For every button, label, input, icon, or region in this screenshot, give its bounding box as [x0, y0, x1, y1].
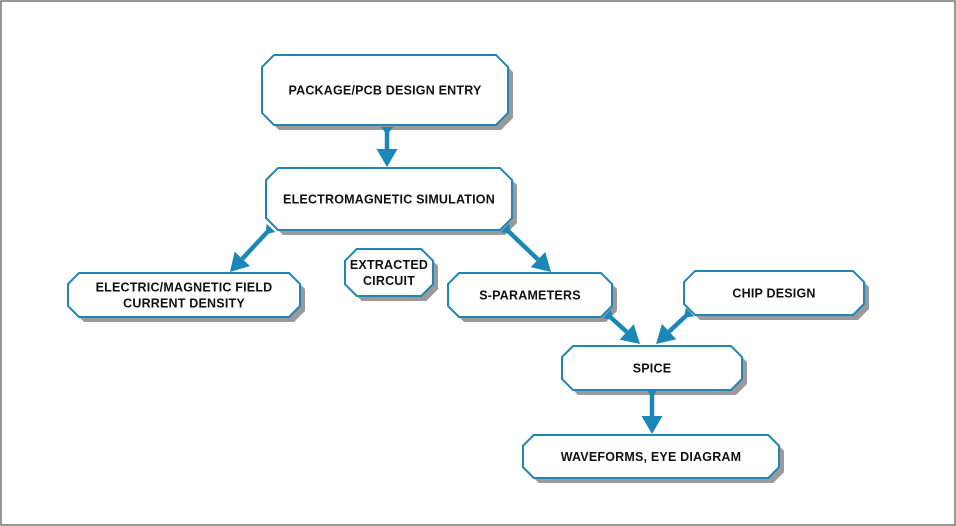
s-parameters-label-line-1: S-PARAMETERS [479, 289, 580, 303]
chip-design-label-line-1: CHIP DESIGN [732, 287, 815, 301]
arrow-design-entry-to-em-simulation [376, 127, 398, 167]
extracted-circuit-label-line-2: CIRCUIT [363, 274, 415, 288]
arrow-s-parameters-to-spice-shaft [605, 312, 629, 334]
arrow-chip-design-to-spice-shaft [667, 310, 692, 334]
spice-outline [561, 345, 743, 391]
package-pcb-design-entry-label-line-1: PACKAGE/PCB DESIGN ENTRY [288, 84, 481, 98]
arrow-em-simulation-to-field-shaft [240, 226, 273, 261]
arrow-em-simulation-to-s-parameters [500, 223, 551, 272]
package-pcb-design-entry-box: PACKAGE/PCB DESIGN ENTRY [261, 54, 509, 126]
arrow-em-simulation-to-s-parameters-shaft [503, 226, 540, 262]
box-layer: PACKAGE/PCB DESIGN ENTRY ELECTROMAGNETIC … [67, 54, 865, 479]
arrow-layer [230, 127, 695, 434]
arrow-chip-design-to-spice [656, 307, 695, 344]
arrow-em-simulation-to-field-head [230, 251, 250, 272]
electric-magnetic-field-box: ELECTRIC/MAGNETIC FIELD CURRENT DENSITY [67, 272, 301, 318]
s-parameters-box: S-PARAMETERS [447, 272, 613, 318]
electromagnetic-simulation-label-line-1: ELECTROMAGNETIC SIMULATION [283, 193, 495, 207]
extracted-circuit-outline [344, 248, 434, 297]
arrow-s-parameters-to-spice [602, 309, 640, 344]
waveforms-eye-diagram-outline [522, 434, 780, 479]
electromagnetic-simulation-box: ELECTROMAGNETIC SIMULATION [265, 167, 513, 231]
arrow-spice-to-waveforms [641, 389, 663, 434]
arrow-s-parameters-to-spice-head [619, 324, 640, 344]
package-pcb-design-entry-outline [261, 54, 509, 126]
spice-label-line-1: SPICE [633, 362, 672, 376]
spice-box: SPICE [561, 345, 743, 391]
arrow-spice-to-waveforms-head [641, 416, 663, 434]
electric-magnetic-field-label-line-2: CURRENT DENSITY [123, 297, 245, 311]
arrow-chip-design-to-spice-head [656, 324, 677, 344]
arrow-design-entry-to-em-simulation-head [376, 149, 398, 167]
electromagnetic-simulation-outline [265, 167, 513, 231]
electric-magnetic-field-label-line-1: ELECTRIC/MAGNETIC FIELD [96, 281, 273, 295]
extracted-circuit-box: EXTRACTED CIRCUIT [344, 248, 434, 297]
extracted-circuit-label-line-1: EXTRACTED [350, 258, 428, 272]
chip-design-outline [683, 270, 865, 316]
arrow-em-simulation-to-s-parameters-head [530, 251, 551, 272]
waveforms-eye-diagram-box: WAVEFORMS, EYE DIAGRAM [522, 434, 780, 479]
arrow-em-simulation-to-field [230, 223, 276, 272]
waveforms-eye-diagram-label-line-1: WAVEFORMS, EYE DIAGRAM [561, 450, 742, 464]
s-parameters-outline [447, 272, 613, 318]
electric-magnetic-field-outline [67, 272, 301, 318]
chip-design-box: CHIP DESIGN [683, 270, 865, 316]
